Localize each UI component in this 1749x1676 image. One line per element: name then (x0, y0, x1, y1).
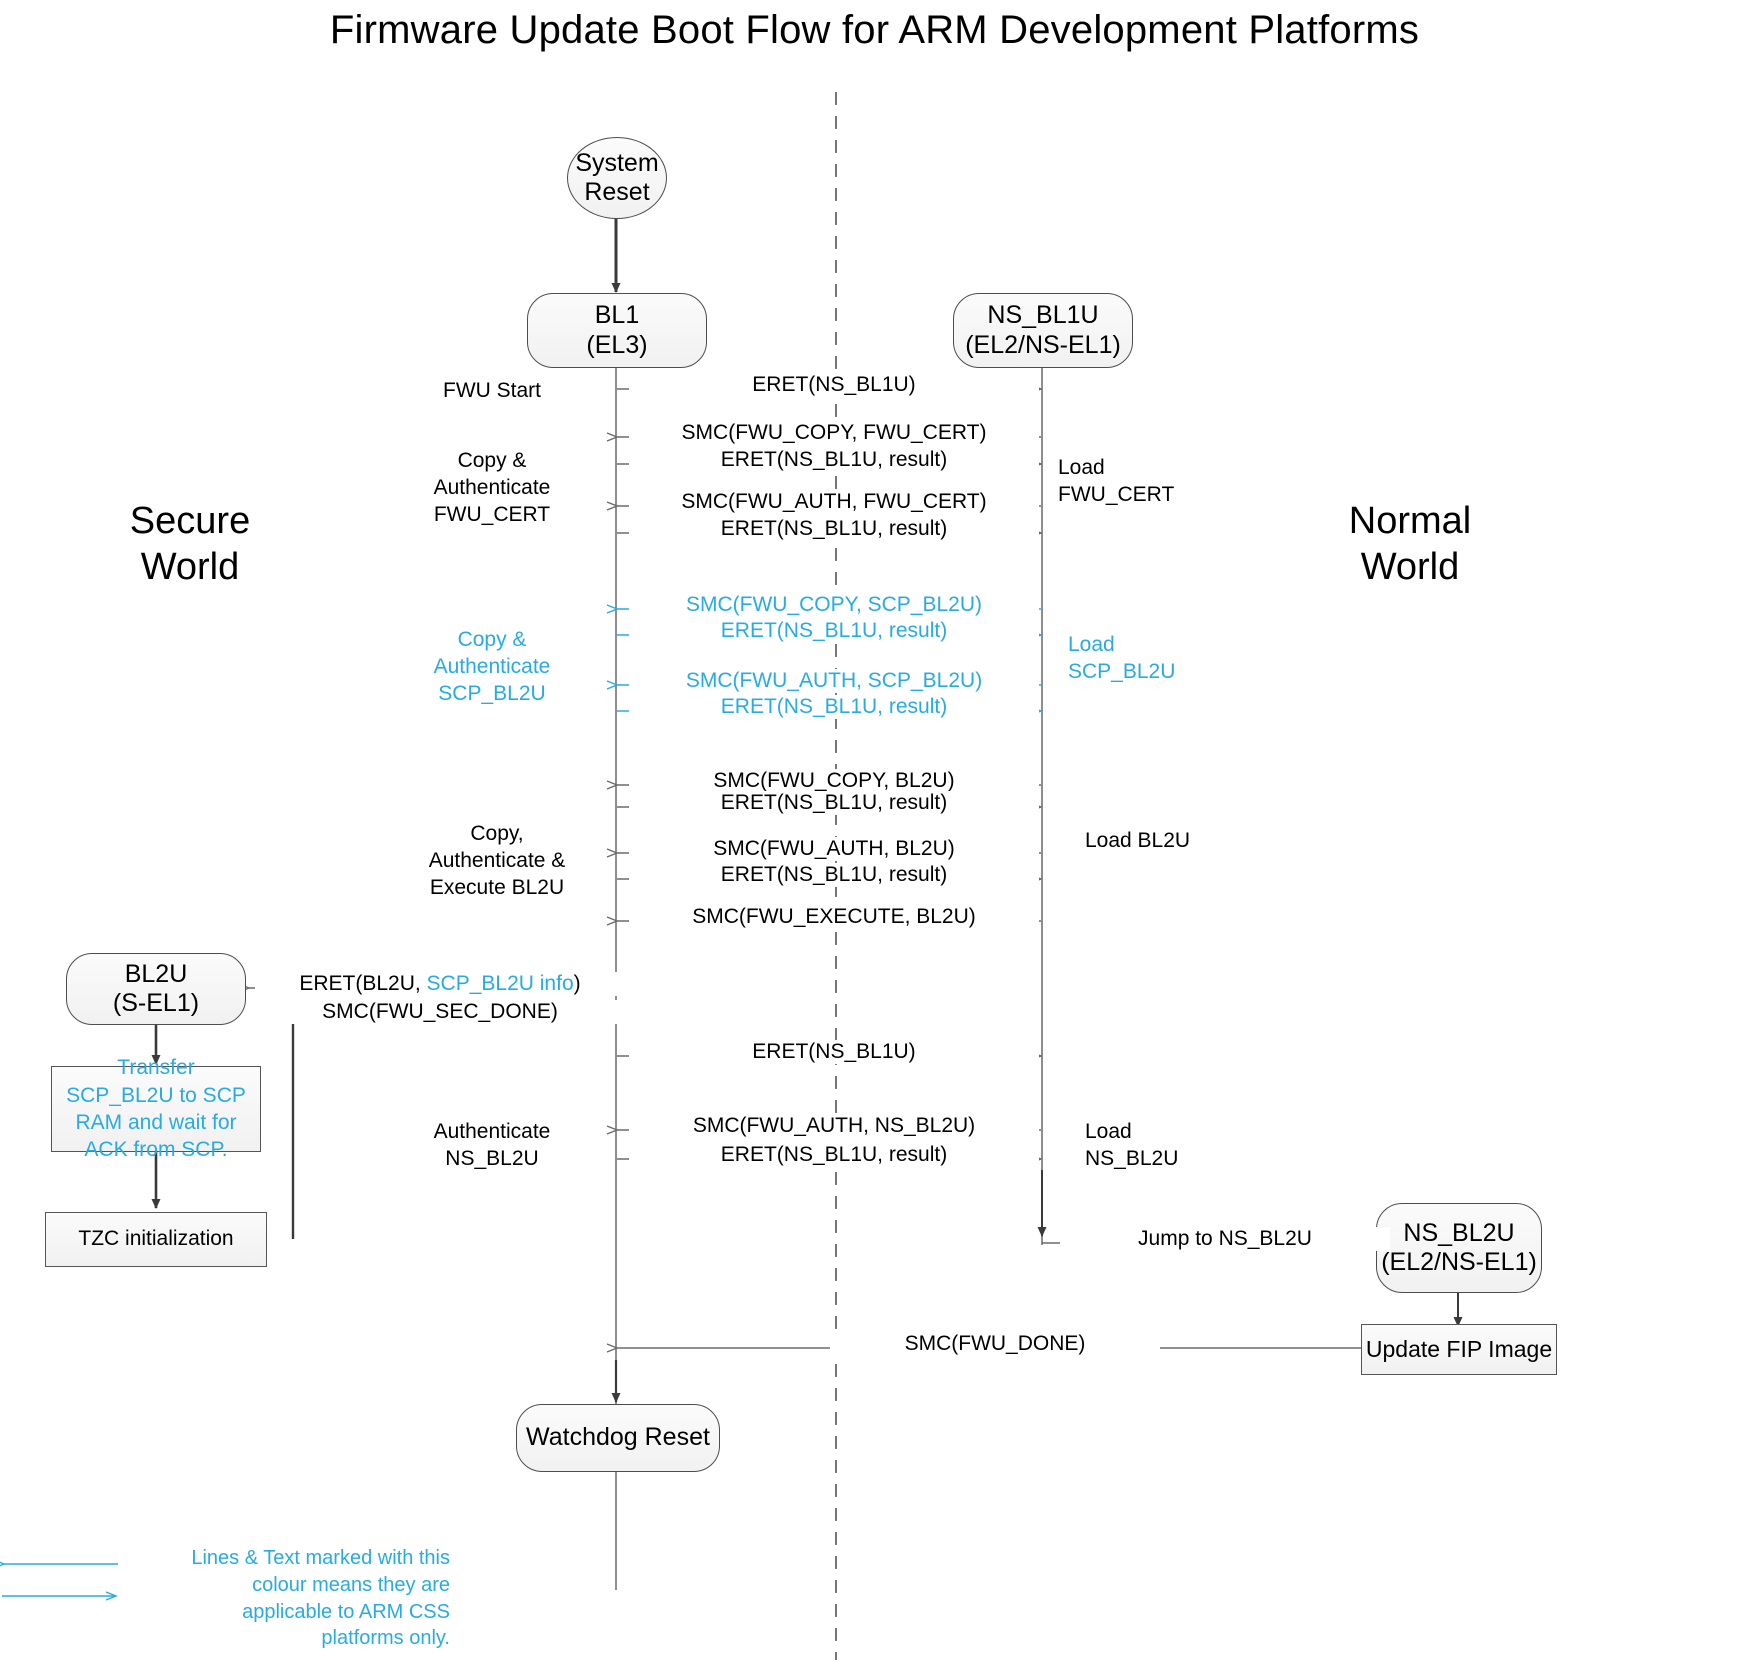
eret-bl2u-cyan-part: SCP_BL2U info (426, 972, 574, 995)
message-label-m01: ERET(NS_BL1U) (629, 373, 1039, 397)
message-label-m19: Jump to NS_BL2U (1060, 1227, 1390, 1251)
side-label-authenticate-ns-bl2u: Authenticate NS_BL2U (433, 1120, 551, 1170)
side-label-load-ns-bl2u: Load NS_BL2U (1085, 1120, 1179, 1170)
box-update-fip-image[interactable]: Update FIP Image (1361, 1324, 1557, 1375)
message-label-m02: SMC(FWU_COPY, FWU_CERT) (629, 421, 1039, 445)
node-ns-bl2u[interactable]: NS_BL2U (EL2/NS-EL1) (1376, 1203, 1542, 1293)
message-label-m20: SMC(FWU_DONE) (830, 1332, 1160, 1356)
message-label-m05: ERET(NS_BL1U, result) (629, 517, 1039, 541)
side-label-copy-auth-exec-bl2u: Copy, Authenticate & Execute BL2U (428, 822, 566, 899)
box-tzc-initialization[interactable]: TZC initialization (45, 1212, 267, 1267)
side-label-load-fwu-cert: Load FWU_CERT (1058, 456, 1175, 506)
message-label-m09: ERET(NS_BL1U, result) (629, 695, 1039, 719)
message-label-m08: SMC(FWU_AUTH, SCP_BL2U) (629, 669, 1039, 693)
message-label-m17: SMC(FWU_AUTH, NS_BL2U) (629, 1114, 1039, 1138)
node-ns-bl1u[interactable]: NS_BL1U (EL2/NS-EL1) (953, 293, 1133, 368)
normal-world-label: Normal World (1348, 500, 1472, 589)
node-watchdog-reset[interactable]: Watchdog Reset (516, 1404, 720, 1472)
message-label-m03: ERET(NS_BL1U, result) (629, 448, 1039, 472)
box-transfer-scp-bl2u[interactable]: Transfer SCP_BL2U to SCP RAM and wait fo… (51, 1056, 261, 1161)
message-label-m18: ERET(NS_BL1U, result) (629, 1143, 1039, 1167)
page-title: Firmware Update Boot Flow for ARM Develo… (329, 8, 1420, 52)
eret-bl2u-prefix: ERET(BL2U, (299, 972, 427, 995)
message-label-m11: ERET(NS_BL1U, result) (629, 791, 1039, 815)
side-label-copy-auth-scp-bl2u: Copy & Authenticate SCP_BL2U (433, 628, 551, 705)
message-label-m16: ERET(NS_BL1U) (629, 1040, 1039, 1064)
side-label-load-bl2u: Load BL2U (1085, 829, 1191, 852)
node-bl2u[interactable]: BL2U (S-EL1) (66, 953, 246, 1025)
legend-note: Lines & Text marked with this colour mea… (191, 1547, 450, 1650)
side-label-load-scp-bl2u: Load SCP_BL2U (1068, 633, 1176, 683)
message-label-m04: SMC(FWU_AUTH, FWU_CERT) (629, 490, 1039, 514)
message-label-m15: SMC(FWU_SEC_DONE) (255, 1000, 625, 1024)
node-system-reset[interactable]: System Reset (567, 137, 667, 219)
message-label-m07: ERET(NS_BL1U, result) (629, 619, 1039, 643)
message-label-m10: SMC(FWU_COPY, BL2U) (629, 769, 1039, 793)
eret-bl2u-suffix: ) (573, 972, 581, 995)
node-bl1[interactable]: BL1 (EL3) (527, 293, 707, 368)
side-label-copy-auth-fwu-cert: Copy & Authenticate FWU_CERT (433, 449, 551, 526)
message-label-m12: SMC(FWU_AUTH, BL2U) (629, 837, 1039, 861)
message-label-m06: SMC(FWU_COPY, SCP_BL2U) (629, 593, 1039, 617)
message-label-m14: SMC(FWU_EXECUTE, BL2U) (629, 905, 1039, 929)
side-label-fwu-start: FWU Start (443, 379, 541, 402)
secure-world-label: Secure World (129, 500, 251, 589)
message-label-m13: ERET(NS_BL1U, result) (629, 863, 1039, 887)
message-label-eret-bl2u: ERET(BL2U, SCP_BL2U info) (255, 972, 625, 996)
